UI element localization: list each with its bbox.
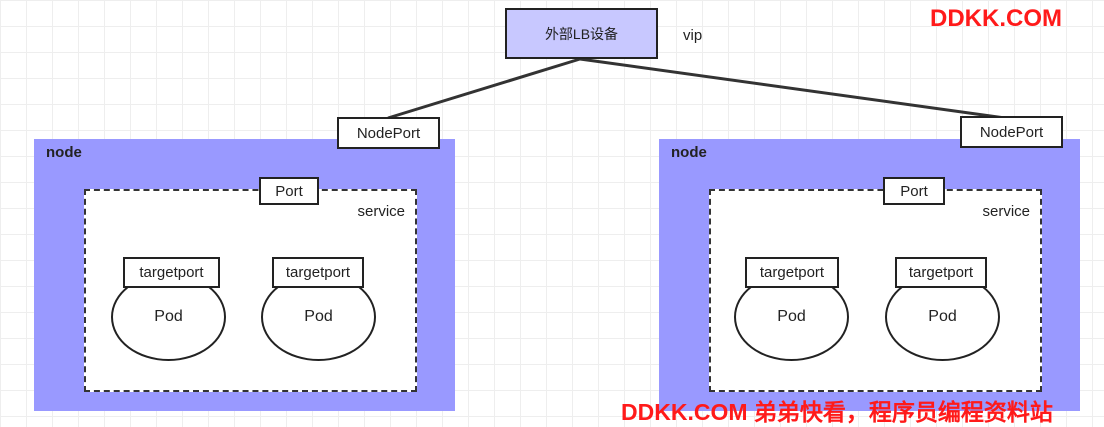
watermark-top: DDKK.COM bbox=[930, 5, 1062, 32]
service-label-2: service bbox=[982, 203, 1030, 220]
pod-label-2a: Pod bbox=[777, 308, 806, 325]
targetport-box-1b: targetport bbox=[272, 257, 364, 288]
port-label-1: Port bbox=[275, 182, 303, 200]
nodeport-box-2: NodePort bbox=[960, 116, 1063, 148]
pod-label-1b: Pod bbox=[304, 308, 333, 325]
targetport-box-1a: targetport bbox=[123, 257, 220, 288]
port-box-1: Port bbox=[259, 177, 319, 205]
targetport-label-1a: targetport bbox=[139, 264, 204, 281]
nodeport-label-1: NodePort bbox=[356, 124, 421, 142]
targetport-box-2b: targetport bbox=[895, 257, 987, 288]
targetport-label-2a: targetport bbox=[759, 264, 825, 281]
node-label-1: node bbox=[46, 144, 82, 161]
node-area-1: node service bbox=[34, 139, 455, 411]
node-area-2: node service bbox=[659, 139, 1080, 411]
vip-label: vip bbox=[683, 27, 703, 44]
port-label-2: Port bbox=[900, 182, 928, 200]
external-lb-box: 外部LB设备 bbox=[505, 8, 658, 59]
watermark-bottom: DDKK.COM 弟弟快看，程序员编程资料站 bbox=[621, 399, 1053, 425]
service-label-1: service bbox=[357, 203, 405, 220]
pod-label-2b: Pod bbox=[928, 308, 957, 325]
pod-label-1a: Pod bbox=[154, 308, 183, 325]
targetport-label-1b: targetport bbox=[285, 264, 351, 281]
port-box-2: Port bbox=[883, 177, 945, 205]
targetport-label-2b: targetport bbox=[908, 264, 974, 281]
connector-lb-nodeport-1 bbox=[387, 57, 581, 120]
connector-lb-nodeport-2 bbox=[579, 57, 1006, 120]
nodeport-label-2: NodePort bbox=[979, 123, 1044, 141]
node-label-2: node bbox=[671, 144, 707, 161]
nodeport-box-1: NodePort bbox=[337, 117, 440, 149]
targetport-box-2a: targetport bbox=[745, 257, 839, 288]
external-lb-label: 外部LB设备 bbox=[544, 25, 619, 42]
